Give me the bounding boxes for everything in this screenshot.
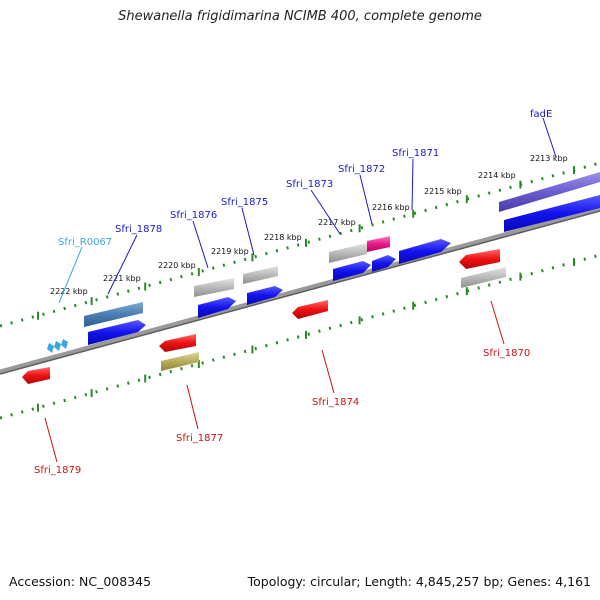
leader-sfri-1876	[192, 220, 209, 269]
sfri-1875-feature-bar[interactable]	[243, 266, 278, 284]
leader-sfri-1874	[321, 349, 335, 394]
leader-sfri-1879	[44, 417, 58, 463]
sfri-1874-gene-arrow[interactable]	[292, 300, 328, 319]
label-sfri-1871[interactable]: Sfri_1871	[392, 148, 439, 159]
ruler-labels: 2213 kbp 2214 kbp 2215 kbp 2216 kbp 2217…	[50, 154, 568, 296]
leader-sfri-1875	[241, 207, 255, 256]
label-sfri-r0067[interactable]: Sfri_R0067	[58, 237, 112, 248]
accession-info: Accession: NC_008345	[9, 574, 152, 589]
label-sfri-1872[interactable]: Sfri_1872	[338, 164, 385, 175]
leader-sfri-1877	[186, 384, 199, 430]
leader-sfri-1871	[411, 158, 414, 211]
label-sfri-1875[interactable]: Sfri_1875	[221, 197, 268, 208]
ruler-ticks	[37, 166, 575, 412]
upper-feature-track	[84, 172, 600, 371]
map-title: Shewanella frigidimarina NCIMB 400, comp…	[118, 9, 482, 24]
ruler-label-2217: 2217 kbp	[318, 218, 356, 227]
leader-fadE	[542, 117, 557, 158]
label-sfri-1876[interactable]: Sfri_1876	[170, 210, 217, 221]
sfri-1876-gene-arrow[interactable]	[198, 297, 236, 318]
sfri-1878-feature-bar[interactable]	[84, 302, 143, 327]
label-sfri-1870[interactable]: Sfri_1870	[483, 348, 530, 359]
sfri-1875-gene-arrow[interactable]	[247, 286, 283, 305]
sfri-1877-gene-arrow[interactable]	[159, 334, 196, 352]
ruler-label-2215: 2215 kbp	[424, 187, 462, 196]
genome-backbone	[0, 206, 600, 375]
reverse-strand-track	[22, 249, 500, 384]
sfri-1871-gene-arrow[interactable]	[399, 239, 451, 264]
sfri-r0067-ncrna-glyph[interactable]	[47, 339, 68, 353]
ruler-label-2216: 2216 kbp	[372, 203, 410, 212]
upper-ruler	[0, 161, 600, 328]
sfri-1873-feature-bar[interactable]	[329, 243, 367, 263]
forward-strand-track	[88, 195, 600, 345]
ruler-label-2219: 2219 kbp	[211, 247, 249, 256]
label-fadE[interactable]: fadE	[530, 109, 552, 120]
ruler-label-2221: 2221 kbp	[103, 274, 141, 283]
sfri-1876-feature-bar[interactable]	[194, 278, 234, 297]
label-sfri-1877[interactable]: Sfri_1877	[176, 433, 223, 444]
leader-sfri-1870	[490, 300, 505, 345]
sfri-1878-gene-arrow[interactable]	[88, 320, 146, 345]
leader-sfri-1873	[310, 189, 341, 235]
sfri-1872-gene-arrow[interactable]	[372, 255, 396, 272]
leader-sfri-r0067	[58, 246, 83, 304]
leader-sfri-1878	[107, 234, 138, 295]
leader-sfri-1872	[359, 174, 373, 225]
lower-ruler	[0, 253, 600, 420]
topology-info: Topology: circular; Length: 4,845,257 bp…	[247, 574, 591, 589]
label-sfri-1874[interactable]: Sfri_1874	[312, 397, 359, 408]
label-sfri-1878[interactable]: Sfri_1878	[115, 224, 162, 235]
ruler-label-2214: 2214 kbp	[478, 171, 516, 180]
fadE-gene-arrow[interactable]	[504, 195, 600, 232]
sfri-1879-gene-arrow[interactable]	[22, 367, 50, 384]
ruler-label-2218: 2218 kbp	[264, 233, 302, 242]
sfri-1877-feature-bar[interactable]	[161, 352, 199, 371]
genome-backbone-shade	[0, 210, 600, 375]
fadE-feature-bar[interactable]	[499, 172, 600, 212]
sfri-1870-gene-arrow[interactable]	[459, 249, 500, 269]
sfri-1872-feature-bar[interactable]	[367, 236, 390, 252]
ruler-label-2222: 2222 kbp	[50, 287, 88, 296]
label-sfri-1879[interactable]: Sfri_1879	[34, 465, 81, 476]
ruler-label-2213: 2213 kbp	[530, 154, 568, 163]
sfri-1873-gene-arrow[interactable]	[333, 261, 371, 281]
label-sfri-1873[interactable]: Sfri_1873	[286, 179, 333, 190]
ruler-label-2220: 2220 kbp	[158, 261, 196, 270]
sfri-1870-feature-bar[interactable]	[461, 267, 506, 288]
